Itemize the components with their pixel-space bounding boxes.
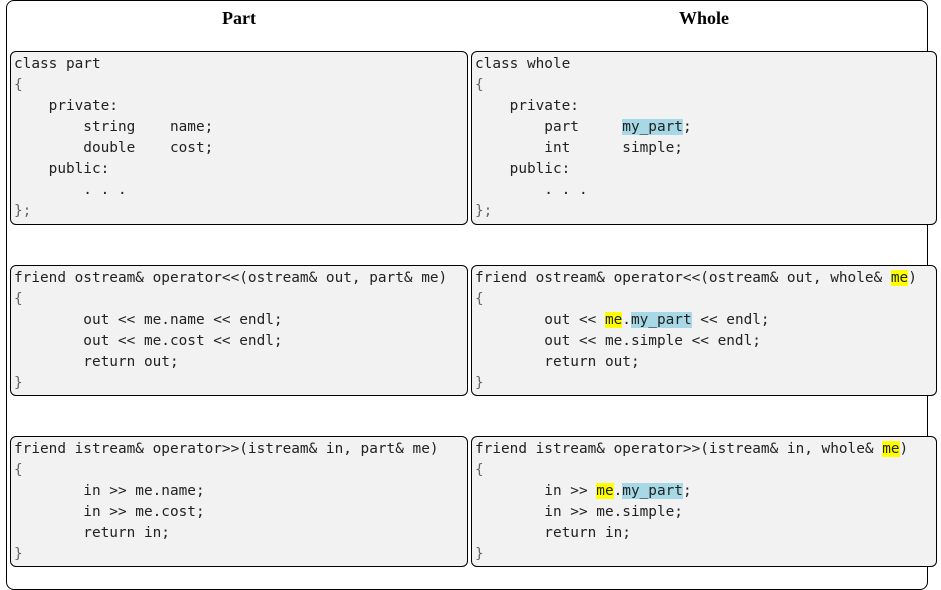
code-line: friend istream& operator>>(istream& in, … bbox=[475, 441, 883, 457]
code-line: double cost; bbox=[14, 140, 214, 156]
code-brace: { bbox=[475, 462, 484, 478]
code-block: friend ostream& operator<<(ostream& out,… bbox=[472, 266, 936, 395]
code-brace: } bbox=[475, 375, 484, 391]
code-line: class part bbox=[14, 56, 101, 72]
code-line: out << me.name << endl; bbox=[14, 312, 283, 328]
code-box-ostream-part: friend ostream& operator<<(ostream& out,… bbox=[10, 265, 468, 396]
code-brace: { bbox=[14, 291, 23, 307]
code-brace: { bbox=[14, 77, 23, 93]
code-box-class-part: class part { private: string name; doubl… bbox=[10, 51, 468, 225]
code-line: private: bbox=[475, 98, 579, 114]
column-header-whole: Whole bbox=[678, 8, 729, 28]
code-brace: } bbox=[14, 546, 23, 562]
highlight-me: me bbox=[890, 270, 909, 286]
highlight-me: me bbox=[882, 441, 900, 457]
code-line: int simple; bbox=[475, 140, 683, 156]
code-brace: }; bbox=[14, 203, 32, 219]
code-line: friend ostream& operator<<(ostream& out,… bbox=[14, 270, 448, 286]
code-line: friend istream& operator>>(istream& in, … bbox=[14, 441, 439, 457]
highlight-my-part: my_part bbox=[630, 312, 692, 328]
code-line: return out; bbox=[475, 354, 640, 370]
code-text: . bbox=[613, 483, 623, 499]
code-line: part bbox=[475, 119, 623, 135]
code-line: return out; bbox=[14, 354, 179, 370]
code-line: return in; bbox=[475, 525, 631, 541]
code-line: in >> me.simple; bbox=[475, 504, 683, 520]
code-text: ; bbox=[682, 483, 692, 499]
highlight-me: me bbox=[604, 312, 623, 328]
code-line: public: bbox=[475, 161, 571, 177]
code-box-ostream-whole: friend ostream& operator<<(ostream& out,… bbox=[471, 265, 937, 396]
code-box-istream-part: friend istream& operator>>(istream& in, … bbox=[10, 436, 468, 567]
code-line: . . . bbox=[14, 182, 127, 198]
code-brace: { bbox=[475, 291, 484, 307]
code-text: << endl; bbox=[691, 312, 770, 328]
code-text: ) bbox=[908, 270, 917, 286]
highlight-my-part: my_part bbox=[622, 483, 683, 499]
code-box-istream-whole: friend istream& operator>>(istream& in, … bbox=[471, 436, 937, 567]
code-line: public: bbox=[14, 161, 110, 177]
code-line: out << bbox=[475, 312, 605, 328]
code-line: . . . bbox=[475, 182, 588, 198]
code-line: string name; bbox=[14, 119, 214, 135]
code-line: class whole bbox=[475, 56, 571, 72]
code-text: . bbox=[622, 312, 631, 328]
code-line: out << me.simple << endl; bbox=[475, 333, 761, 349]
column-header-part: Part bbox=[222, 8, 256, 28]
code-brace: } bbox=[14, 375, 23, 391]
code-block: class whole { private: part my_part; int… bbox=[472, 52, 936, 224]
code-line: return in; bbox=[14, 525, 170, 541]
code-line: in >> bbox=[475, 483, 597, 499]
code-line: friend ostream& operator<<(ostream& out,… bbox=[475, 270, 891, 286]
code-line: in >> me.name; bbox=[14, 483, 205, 499]
code-line: private: bbox=[14, 98, 118, 114]
highlight-my-part: my_part bbox=[622, 119, 683, 135]
code-text: ) bbox=[899, 441, 909, 457]
code-brace: }; bbox=[475, 203, 493, 219]
code-text: ; bbox=[682, 119, 692, 135]
code-block: friend ostream& operator<<(ostream& out,… bbox=[11, 266, 467, 395]
highlight-me: me bbox=[596, 483, 614, 499]
code-line: in >> me.cost; bbox=[14, 504, 205, 520]
code-brace: } bbox=[475, 546, 484, 562]
code-box-class-whole: class whole { private: part my_part; int… bbox=[471, 51, 937, 225]
code-block: friend istream& operator>>(istream& in, … bbox=[472, 437, 936, 566]
code-block: class part { private: string name; doubl… bbox=[11, 52, 467, 224]
code-block: friend istream& operator>>(istream& in, … bbox=[11, 437, 467, 566]
code-brace: { bbox=[475, 77, 484, 93]
code-brace: { bbox=[14, 462, 23, 478]
code-line: out << me.cost << endl; bbox=[14, 333, 283, 349]
